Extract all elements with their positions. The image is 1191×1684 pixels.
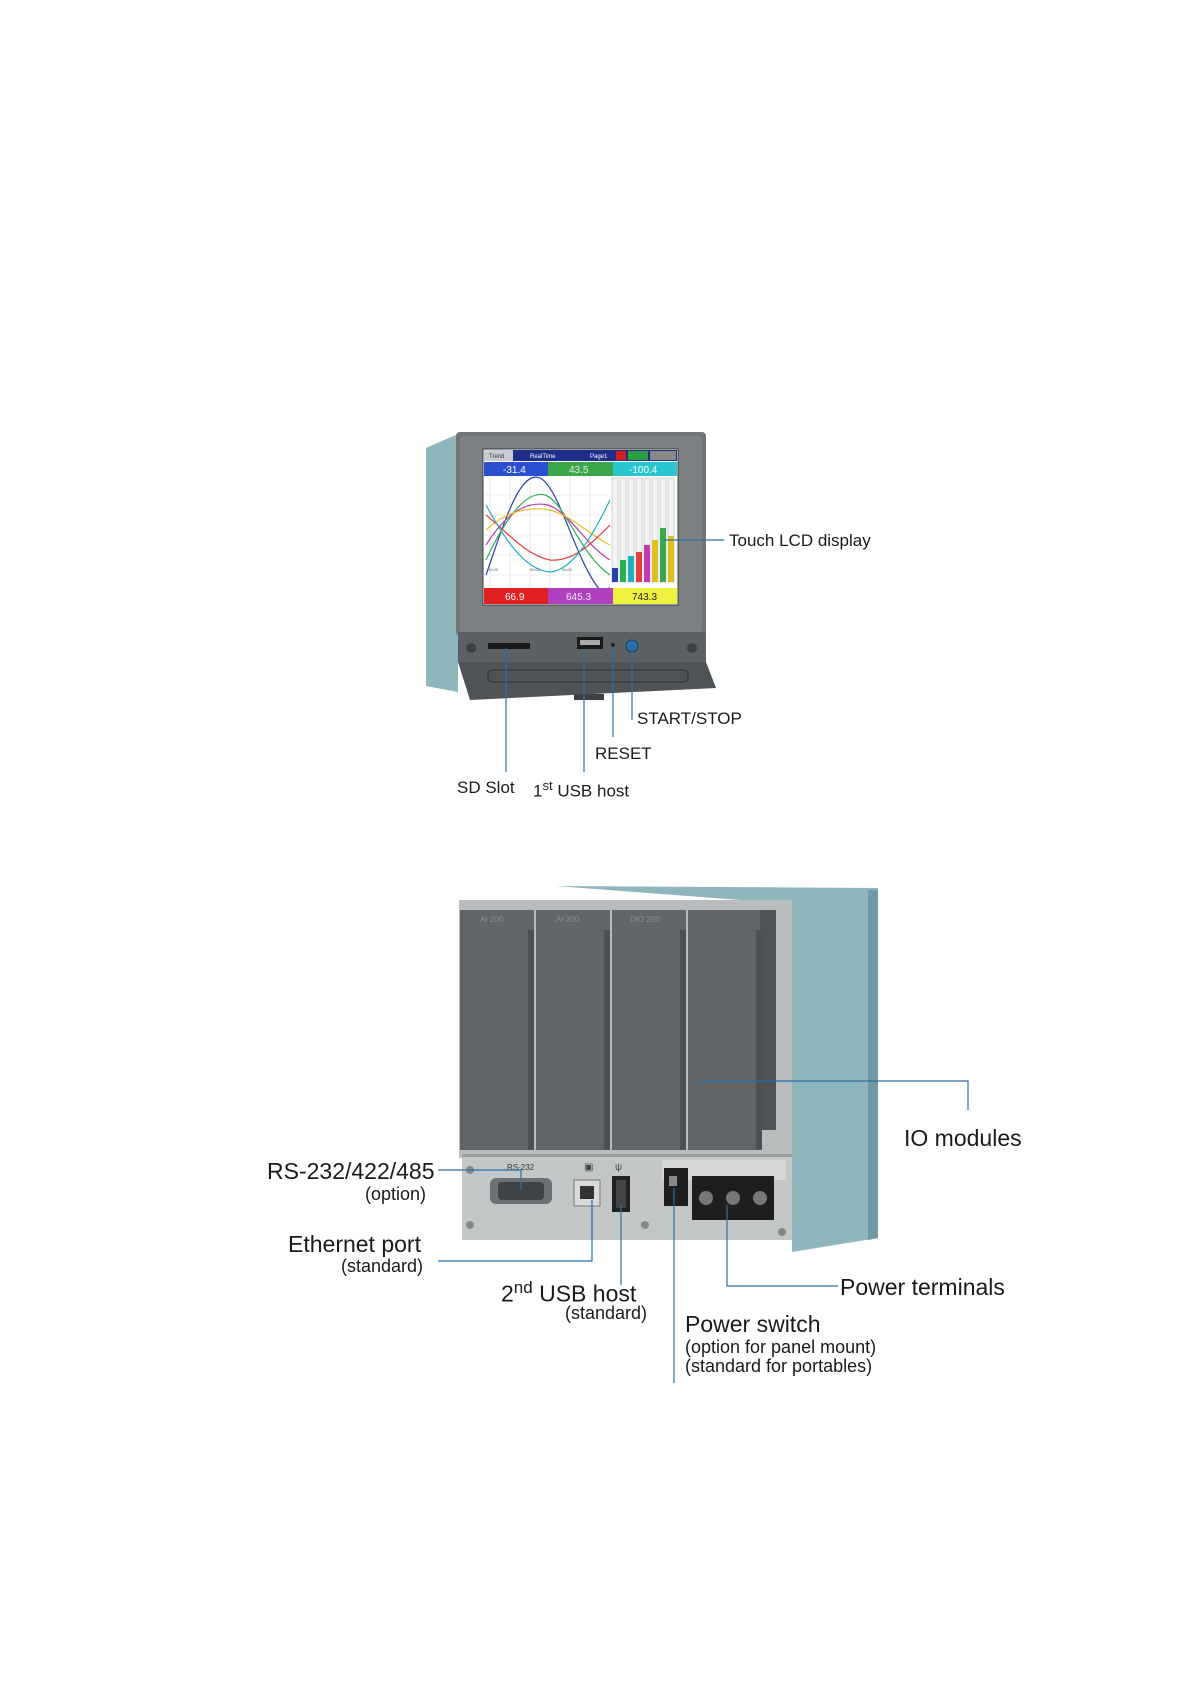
front-device-illustration: Trend RealTime Page1 -31.4 43.5 -100.4 bbox=[426, 432, 724, 772]
power-switch-sub-1: (option for panel mount) bbox=[685, 1337, 877, 1357]
top-value-1-box bbox=[484, 462, 548, 476]
io-module-3-label: DIO 200 bbox=[630, 915, 660, 924]
bottom-value-1-box bbox=[484, 588, 548, 604]
io-module-1-label: AI 200 bbox=[480, 915, 504, 924]
top-value-3: -100.4 bbox=[629, 465, 658, 476]
usb2-label-num: 2 bbox=[501, 1280, 514, 1307]
rs232-label: RS-232/422/485 bbox=[267, 1158, 435, 1184]
reset-pinhole bbox=[611, 643, 615, 647]
svg-text:00:00: 00:00 bbox=[562, 567, 573, 572]
screen-tab-trend: Trend bbox=[489, 454, 504, 460]
svg-text:00:00: 00:00 bbox=[530, 567, 541, 572]
io-module-2-label: AI 200 bbox=[556, 915, 580, 924]
usb2-label-text: USB host bbox=[532, 1280, 637, 1307]
ethernet-sub-label: (standard) bbox=[341, 1256, 424, 1276]
trend-grid bbox=[484, 477, 610, 588]
ethernet-label: Ethernet port bbox=[288, 1231, 421, 1257]
bottom-value-1: 66.9 bbox=[505, 592, 525, 603]
top-value-2-box bbox=[548, 462, 613, 476]
io-modules-group bbox=[460, 910, 776, 1150]
ethernet-icon: ▣ bbox=[584, 1162, 593, 1173]
usb2-label: 2nd USB host bbox=[501, 1275, 636, 1307]
usb2-label-sup: nd bbox=[513, 1278, 533, 1297]
bottom-value-3-box bbox=[613, 588, 677, 604]
sd-slot-label: SD Slot bbox=[457, 778, 515, 797]
usb1-label-num: 1 bbox=[533, 781, 543, 801]
usb2-sub-label: (standard) bbox=[565, 1303, 648, 1323]
top-value-3-box bbox=[613, 462, 677, 476]
back-device-illustration: AI 200 AI 200 DIO 200 RS-232 ▣ ψ bbox=[438, 886, 969, 1383]
back-leader-lines bbox=[438, 1080, 969, 1383]
touch-lcd-label: Touch LCD display bbox=[729, 531, 871, 550]
bottom-value-3: 743.3 bbox=[632, 592, 657, 603]
start-stop-button bbox=[625, 639, 639, 653]
top-value-1: -31.4 bbox=[503, 465, 526, 476]
rs232-sub-label: (option) bbox=[365, 1184, 427, 1204]
svg-text:00:00: 00:00 bbox=[488, 567, 499, 572]
io-module-4 bbox=[688, 910, 762, 1150]
reset-label: RESET bbox=[595, 744, 652, 763]
power-switch-label: Power switch bbox=[685, 1311, 821, 1337]
io-module-1 bbox=[460, 910, 534, 1150]
power-switch-sub-2: (standard for portables) bbox=[685, 1356, 873, 1376]
screen-tab-bar bbox=[484, 450, 677, 461]
top-value-2: 43.5 bbox=[569, 465, 589, 476]
io-modules-label: IO modules bbox=[904, 1125, 1022, 1151]
sd-slot-opening bbox=[488, 643, 530, 649]
back-side-panel bbox=[556, 886, 878, 1252]
usb1-label-sup: st bbox=[542, 778, 553, 793]
io-module-3 bbox=[612, 910, 686, 1150]
screen-tab-page1: Page1 bbox=[590, 454, 608, 460]
usb1-label: 1st USB host bbox=[533, 778, 629, 802]
usb-icon: ψ bbox=[615, 1162, 622, 1173]
power-switch bbox=[664, 1168, 688, 1206]
io-module-2 bbox=[536, 910, 610, 1150]
back-view: AI 200 AI 200 DIO 200 RS-232 ▣ ψ bbox=[0, 820, 1191, 1420]
front-view: Trend RealTime Page1 -31.4 43.5 -100.4 bbox=[0, 0, 1191, 820]
power-terminals-label: Power terminals bbox=[840, 1274, 1005, 1300]
front-side-panel bbox=[426, 434, 458, 692]
bottom-value-2-box bbox=[548, 588, 613, 604]
bottom-value-2: 645.3 bbox=[566, 592, 591, 603]
rs232-port-label: RS-232 bbox=[507, 1163, 535, 1172]
start-stop-label: START/STOP bbox=[637, 709, 742, 728]
usb1-label-text: USB host bbox=[552, 781, 630, 801]
front-leader-lines bbox=[505, 539, 724, 772]
screen-tab-realtime: RealTime bbox=[530, 454, 556, 460]
trend-curves bbox=[485, 476, 611, 591]
